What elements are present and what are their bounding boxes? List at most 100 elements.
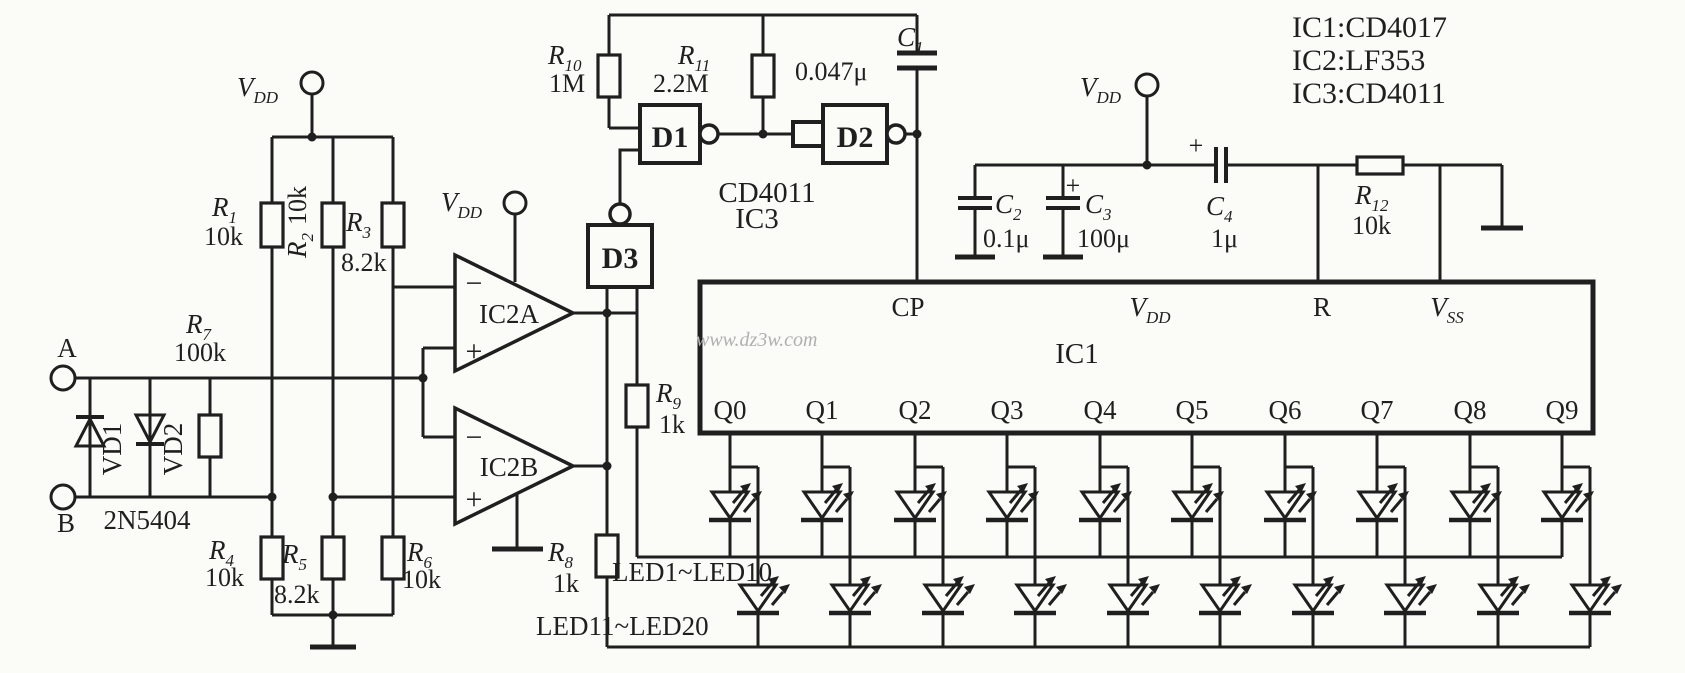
ic2b-minus: − [466, 421, 483, 454]
d3-label: D3 [602, 242, 639, 275]
ic1-pin-q3: Q3 [991, 395, 1024, 425]
led-group-bottom-label: LED11~LED20 [536, 611, 709, 641]
q4-branch [1098, 433, 1130, 647]
r3-ref: R3 [345, 207, 371, 242]
led-1 [709, 483, 762, 520]
r1-value: 10k [204, 222, 243, 251]
ic-notes: IC1:CD4017 IC2:LF353 IC3:CD4011 [1292, 11, 1447, 110]
resistor-r4: R4 10k [205, 535, 285, 592]
c3-ref: C3 [1085, 189, 1112, 224]
led-8 [1356, 483, 1409, 520]
ic2b-label: IC2B [480, 452, 539, 482]
diode-part-label: 2N5404 [104, 505, 191, 535]
diode-vd2: VD2 [133, 413, 188, 476]
terminal-b: B [49, 483, 77, 538]
led-6 [1171, 483, 1224, 520]
led-18 [1384, 576, 1437, 613]
ic1-pin-q9: Q9 [1546, 395, 1579, 425]
resistor-r1: R1 10k [204, 192, 285, 251]
ic1-label: IC1 [1055, 338, 1099, 370]
c2-value: 0.1μ [983, 224, 1029, 253]
note-line-2: IC2:LF353 [1292, 44, 1425, 77]
vd2-label: VD2 [158, 423, 188, 476]
r5-value: 8.2k [274, 580, 320, 609]
c4-plates [1214, 147, 1228, 183]
c1-ref: C1 [897, 22, 924, 57]
resistor-r3: R3 8.2k [341, 201, 406, 277]
r6-value: 10k [402, 565, 441, 594]
ic2a-label: IC2A [479, 299, 540, 329]
r11-ref: R11 [677, 40, 710, 75]
d2-input-stub [791, 120, 825, 148]
vdd-circle-opamp [502, 190, 528, 216]
r7-ref: R7 [185, 309, 213, 344]
led-20 [1569, 576, 1622, 613]
resistor-r11: R11 2.2M [653, 40, 776, 99]
opamp-ic2a: − + IC2A [453, 252, 577, 374]
c4-value: 1μ [1211, 224, 1238, 253]
ic1-pin-q2: Q2 [899, 395, 932, 425]
note-line-1: IC1:CD4017 [1292, 11, 1447, 44]
resistor-r8: R8 1k [547, 533, 620, 598]
resistor-r12: R12 10k [1352, 155, 1405, 240]
q7-branch [1375, 433, 1407, 647]
resistor-r9: R9 1k [624, 378, 685, 439]
led-12 [829, 576, 882, 613]
r8-value: 1k [553, 569, 579, 598]
led-3 [894, 483, 947, 520]
c3-value: 100μ [1077, 224, 1130, 253]
capacitor-c2: C2 0.1μ [983, 189, 1029, 253]
ic1-pin-vdd: VDD [1129, 292, 1171, 327]
terminal-a-circle [49, 364, 77, 392]
ic1-pin-cp: CP [891, 292, 924, 322]
wiring [75, 13, 1592, 649]
r7-value: 100k [174, 338, 226, 367]
led-row-top [709, 483, 1594, 520]
r3-value: 8.2k [341, 248, 387, 277]
d2-label: D2 [837, 121, 874, 154]
r9-ref: R9 [655, 378, 682, 413]
ic1-pin-vss: VSS [1430, 292, 1464, 327]
ic1-pin-q6: Q6 [1269, 395, 1302, 425]
ic1-pin-q0: Q0 [714, 395, 747, 425]
c3-plates [1046, 196, 1080, 210]
r10-ref: R10 [547, 40, 582, 75]
wires-right [973, 96, 1504, 282]
ic1-pin-q1: Q1 [806, 395, 839, 425]
capacitor-plates [897, 50, 1228, 210]
vdd-label-left: VDD [237, 72, 279, 107]
vdd-terminal-left: VDD [237, 70, 325, 107]
capacitor-c1: C1 0.047μ [795, 22, 924, 86]
vd1-label: VD1 [97, 423, 127, 476]
r11-value: 2.2M [653, 69, 709, 98]
vdd-circle-right [1134, 72, 1160, 98]
c2-ref: C2 [995, 189, 1022, 224]
d3-output-bubble [608, 202, 632, 226]
led-19 [1477, 576, 1530, 613]
ic1-pin-q8: Q8 [1454, 395, 1487, 425]
vdd-label-opamp: VDD [441, 187, 483, 222]
c1-value: 0.047μ [795, 57, 867, 86]
resistor-r7: R7 100k [174, 309, 226, 459]
r5-ref: R5 [281, 539, 307, 574]
led-10 [1541, 483, 1594, 520]
c3-polarity: + [1066, 171, 1081, 200]
q1-branch [820, 433, 852, 647]
ic1-output-labels: Q0 Q1 Q2 Q3 Q4 Q5 Q6 Q7 Q8 Q9 [714, 395, 1579, 425]
led-row-bottom [737, 576, 1622, 613]
gate-d1: D1 [638, 103, 720, 165]
resistor-r10: R10 1M [547, 40, 622, 99]
ic1-pin-q4: Q4 [1084, 395, 1117, 425]
opamp-ic2b: − + IC2B [453, 405, 577, 527]
r2-ref: R210k [282, 186, 317, 259]
resistor-r6: R6 10k [380, 535, 441, 594]
led-2 [801, 483, 854, 520]
gate-d3: D3 [586, 202, 654, 289]
q5-branch [1190, 433, 1222, 647]
resistor-r5: R5 8.2k [274, 535, 346, 609]
r10-value: 1M [549, 69, 585, 98]
gate-chip-label: CD4011 [718, 177, 815, 209]
led-16 [1199, 576, 1252, 613]
